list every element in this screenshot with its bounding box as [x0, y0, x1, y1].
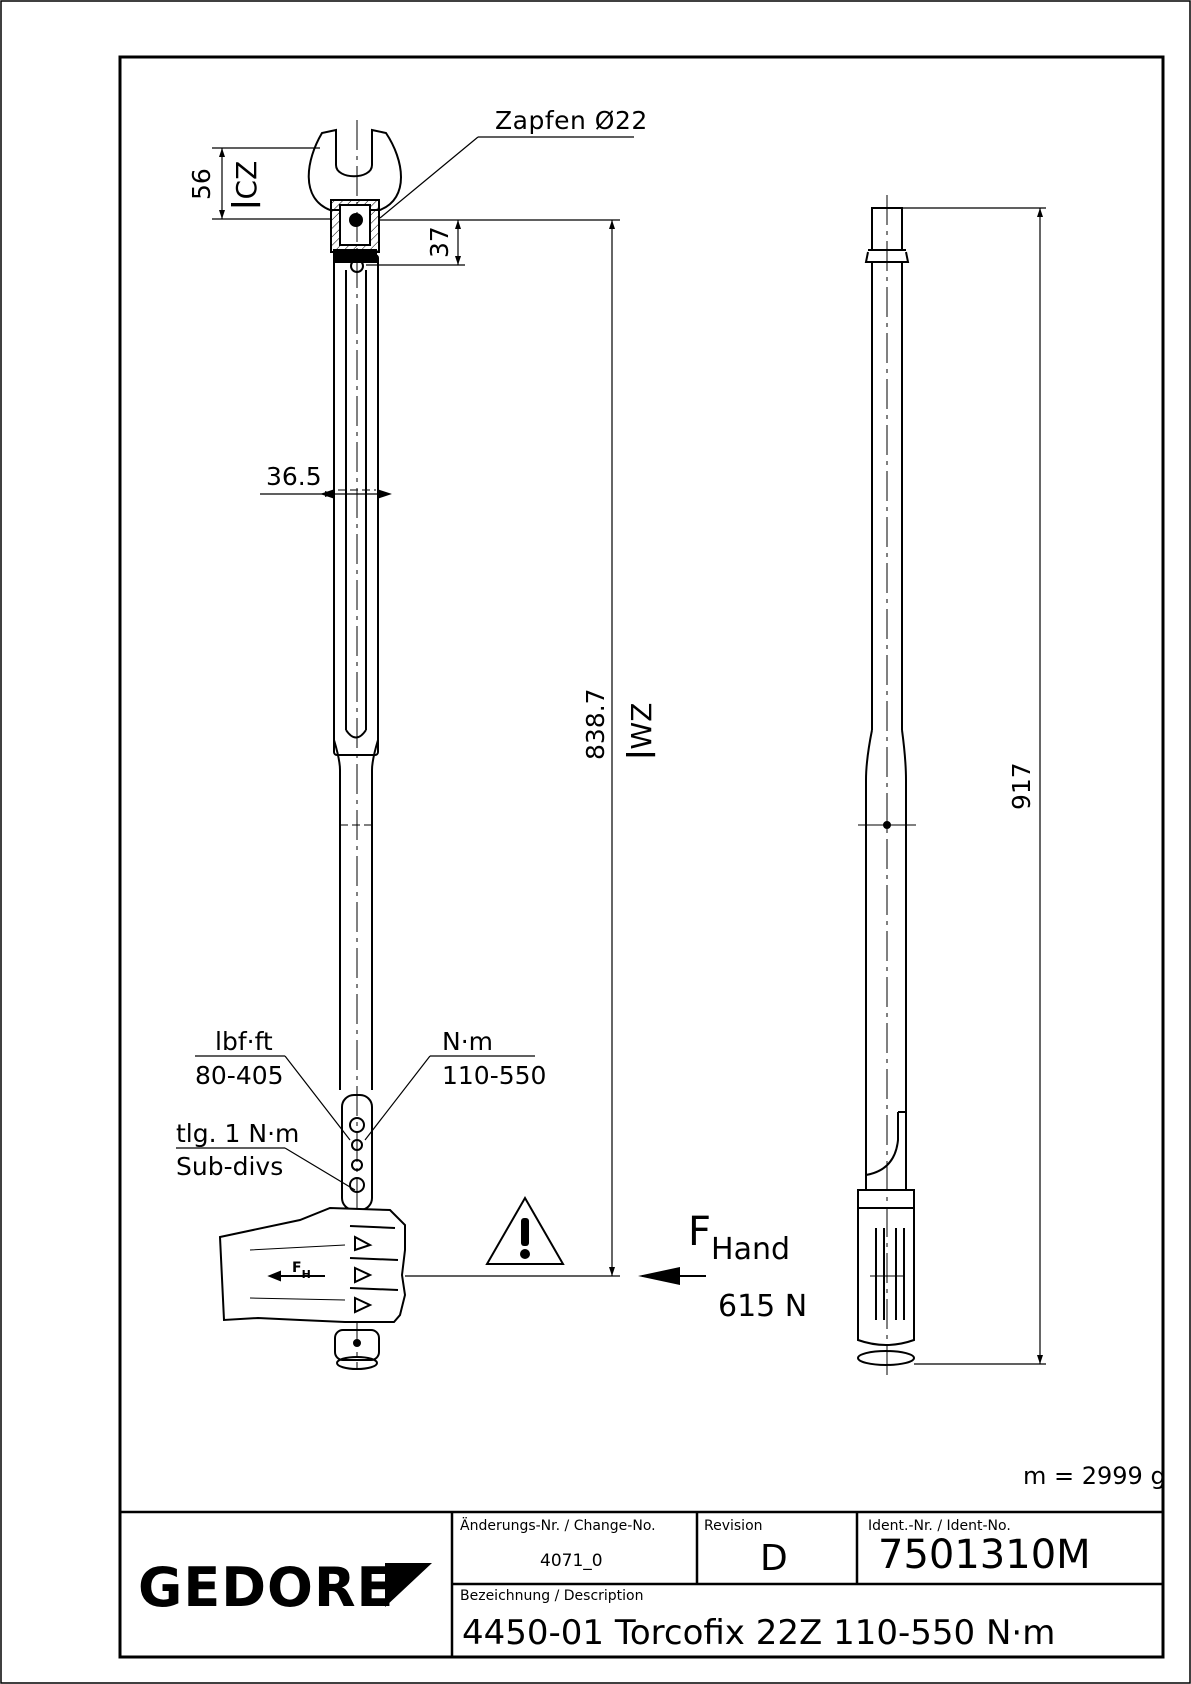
label-lbf-unit: lbf·ft — [215, 1027, 273, 1056]
revision-value: D — [760, 1538, 788, 1579]
drawing-frame — [118, 55, 1165, 1659]
wrench-front-view — [307, 128, 402, 1370]
hand-force-symbol: FH — [292, 1260, 311, 1281]
dim-56: 56 — [187, 168, 216, 200]
label-nm-unit: N·m — [442, 1027, 493, 1056]
label-force-value: 615 N — [718, 1289, 807, 1324]
svg-text:GEDORE: GEDORE — [138, 1556, 394, 1619]
label-f-hand: FHand — [688, 1209, 790, 1267]
description-label: Bezeichnung / Description — [460, 1588, 644, 1604]
label-sub-divs-2: Sub-divs — [176, 1152, 283, 1181]
force-arrow — [638, 1267, 706, 1285]
gedore-logo: GEDORE — [138, 1556, 432, 1619]
ident-no-value: 7501310M — [878, 1532, 1091, 1578]
revision-label: Revision — [704, 1518, 763, 1534]
label-lbf-range: 80-405 — [195, 1061, 284, 1090]
dim-838-7: 838.7 — [581, 688, 610, 760]
wrench-side-view — [857, 207, 915, 1366]
dim-36-5: 36.5 — [266, 462, 322, 491]
dim-l-wz: lWZ — [620, 703, 664, 760]
upper-tube — [333, 254, 379, 756]
label-zapfen: Zapfen Ø22 — [495, 106, 648, 135]
warning-icon — [485, 1195, 565, 1265]
description-value: 4450-01 Torcofix 22Z 110-550 N·m — [462, 1613, 1055, 1653]
dim-37: 37 — [425, 226, 454, 258]
hand-illustration — [218, 1206, 407, 1323]
label-sub-divs-1: tlg. 1 N·m — [176, 1119, 299, 1148]
label-mass: m = 2999 g — [1023, 1462, 1166, 1490]
open-end-head — [307, 128, 402, 211]
change-no-label: Änderungs-Nr. / Change-No. — [460, 1516, 656, 1534]
dim-l-cz: lCZ — [225, 161, 269, 210]
ident-no-label: Ident.-Nr. / Ident-No. — [868, 1518, 1011, 1534]
dim-917: 917 — [1007, 762, 1036, 810]
change-no-value: 4071_0 — [540, 1551, 603, 1571]
title-block — [120, 1510, 1163, 1657]
label-nm-range: 110-550 — [442, 1061, 546, 1090]
